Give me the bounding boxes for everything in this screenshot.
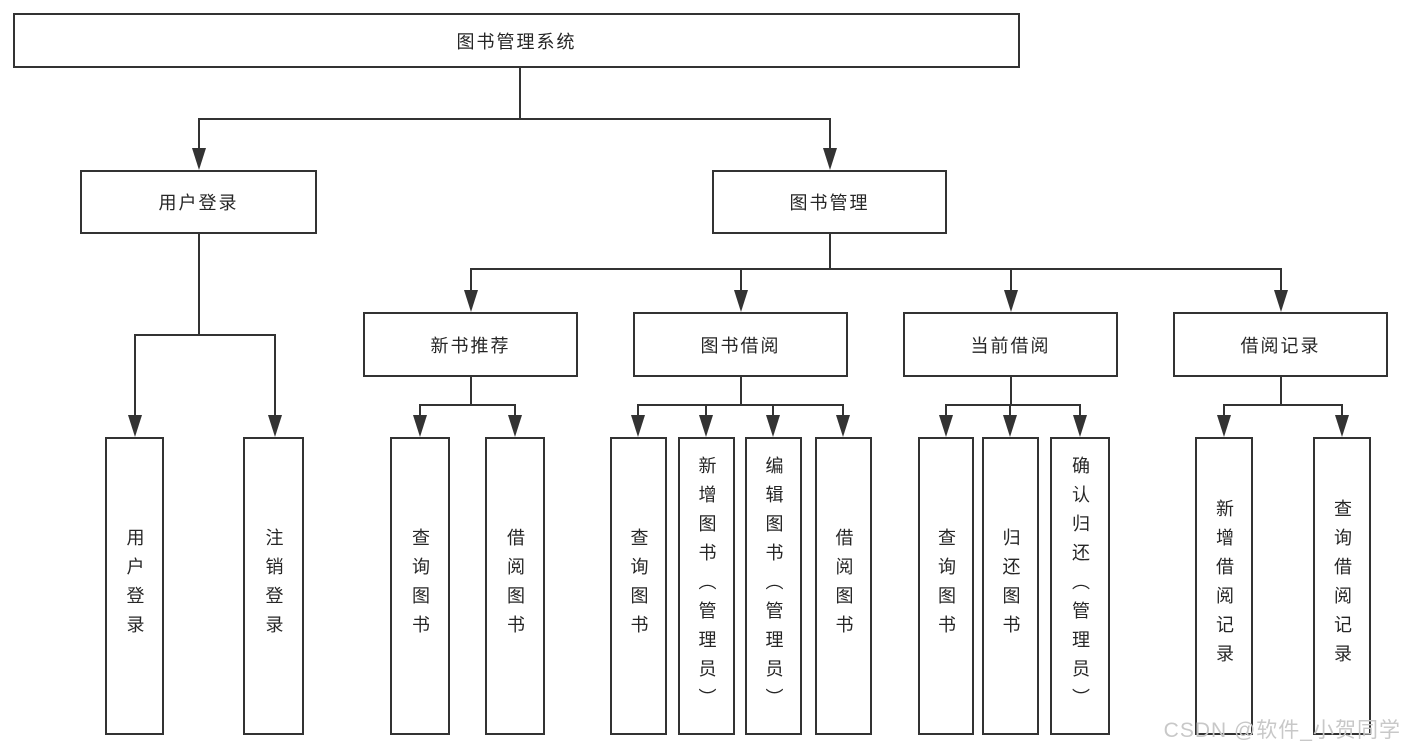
- arrowhead-bb-edit: [766, 415, 780, 437]
- connector-drop-user-login: [198, 118, 200, 149]
- connector-rail-book-borrow: [637, 404, 844, 406]
- connector-drop-book-mgmt: [829, 118, 831, 149]
- connector-drop-borrow-records: [1280, 268, 1282, 291]
- arrowhead-br-add: [1217, 415, 1231, 437]
- arrowhead-book-mgmt: [823, 148, 837, 170]
- connector-drop-current-borrow: [1010, 268, 1012, 291]
- arrowhead-nb-query: [413, 415, 427, 437]
- connector-book-mgmt-stem: [829, 234, 831, 270]
- node-book-borrow: 图书借阅: [633, 312, 848, 377]
- connector-book-borrow-stem: [740, 377, 742, 406]
- arrowhead-bb-query: [631, 415, 645, 437]
- connector-drop-cb-query: [945, 404, 947, 416]
- connector-drop-br-add: [1223, 404, 1225, 416]
- leaf-add-books-admin: 新增图书（管理员）: [678, 437, 735, 735]
- arrowhead-cb-confirm: [1073, 415, 1087, 437]
- leaf-borrow-books-recommend: 借阅图书: [485, 437, 545, 735]
- arrowhead-borrow-records: [1274, 290, 1288, 312]
- node-borrow-records: 借阅记录: [1173, 312, 1388, 377]
- connector-drop-bb-edit: [772, 404, 774, 416]
- arrowhead-new-book: [464, 290, 478, 312]
- arrowhead-cb-query: [939, 415, 953, 437]
- arrowhead-cb-return: [1003, 415, 1017, 437]
- connector-drop-book-borrow: [740, 268, 742, 291]
- connector-new-book-stem: [470, 377, 472, 406]
- node-current-borrow: 当前借阅: [903, 312, 1118, 377]
- connector-drop-nb-borrow: [514, 404, 516, 416]
- connector-drop-bb-query: [637, 404, 639, 416]
- connector-rail-level3: [470, 268, 1282, 270]
- arrowhead-leaf-login: [128, 415, 142, 437]
- arrowhead-nb-borrow: [508, 415, 522, 437]
- connector-rail-borrow-records: [1223, 404, 1343, 406]
- arrowhead-book-borrow: [734, 290, 748, 312]
- node-library-management-system: 图书管理系统: [13, 13, 1020, 68]
- csdn-watermark: CSDN @软件_小贺同学: [1163, 719, 1401, 742]
- connector-drop-bb-borrow: [842, 404, 844, 416]
- arrowhead-current-borrow: [1004, 290, 1018, 312]
- connector-drop-cb-confirm: [1079, 404, 1081, 416]
- connector-drop-nb-query: [419, 404, 421, 416]
- leaf-confirm-return-admin: 确认归还（管理员）: [1050, 437, 1110, 735]
- leaf-return-books: 归还图书: [982, 437, 1039, 735]
- connector-drop-new-book: [470, 268, 472, 291]
- connector-rail-level2: [198, 118, 831, 120]
- leaf-borrow-books: 借阅图书: [815, 437, 872, 735]
- arrowhead-bb-add: [699, 415, 713, 437]
- leaf-edit-books-admin: 编辑图书（管理员）: [745, 437, 802, 735]
- connector-rail-user-login: [134, 334, 276, 336]
- leaf-query-borrow-record: 查询借阅记录: [1313, 437, 1371, 735]
- node-user-login: 用户登录: [80, 170, 317, 234]
- connector-rail-current-borrow: [945, 404, 1081, 406]
- arrowhead-bb-borrow: [836, 415, 850, 437]
- leaf-query-books-borrow: 查询图书: [610, 437, 667, 735]
- connector-drop-br-query: [1341, 404, 1343, 416]
- leaf-query-books-recommend: 查询图书: [390, 437, 450, 735]
- node-new-book-recommend: 新书推荐: [363, 312, 578, 377]
- node-book-management: 图书管理: [712, 170, 947, 234]
- arrowhead-leaf-logout: [268, 415, 282, 437]
- leaf-query-books-current: 查询图书: [918, 437, 974, 735]
- connector-user-login-stem: [198, 234, 200, 336]
- connector-drop-cb-return: [1009, 404, 1011, 416]
- connector-drop-leaf-login: [134, 334, 136, 416]
- connector-borrow-records-stem: [1280, 377, 1282, 406]
- leaf-logout: 注销登录: [243, 437, 304, 735]
- connector-rail-new-book: [419, 404, 516, 406]
- arrowhead-user-login: [192, 148, 206, 170]
- leaf-user-login: 用户登录: [105, 437, 164, 735]
- leaf-add-borrow-record: 新增借阅记录: [1195, 437, 1253, 735]
- connector-drop-bb-add: [705, 404, 707, 416]
- connector-root-stem: [519, 68, 521, 120]
- connector-drop-leaf-logout: [274, 334, 276, 416]
- connector-current-borrow-stem: [1010, 377, 1012, 406]
- arrowhead-br-query: [1335, 415, 1349, 437]
